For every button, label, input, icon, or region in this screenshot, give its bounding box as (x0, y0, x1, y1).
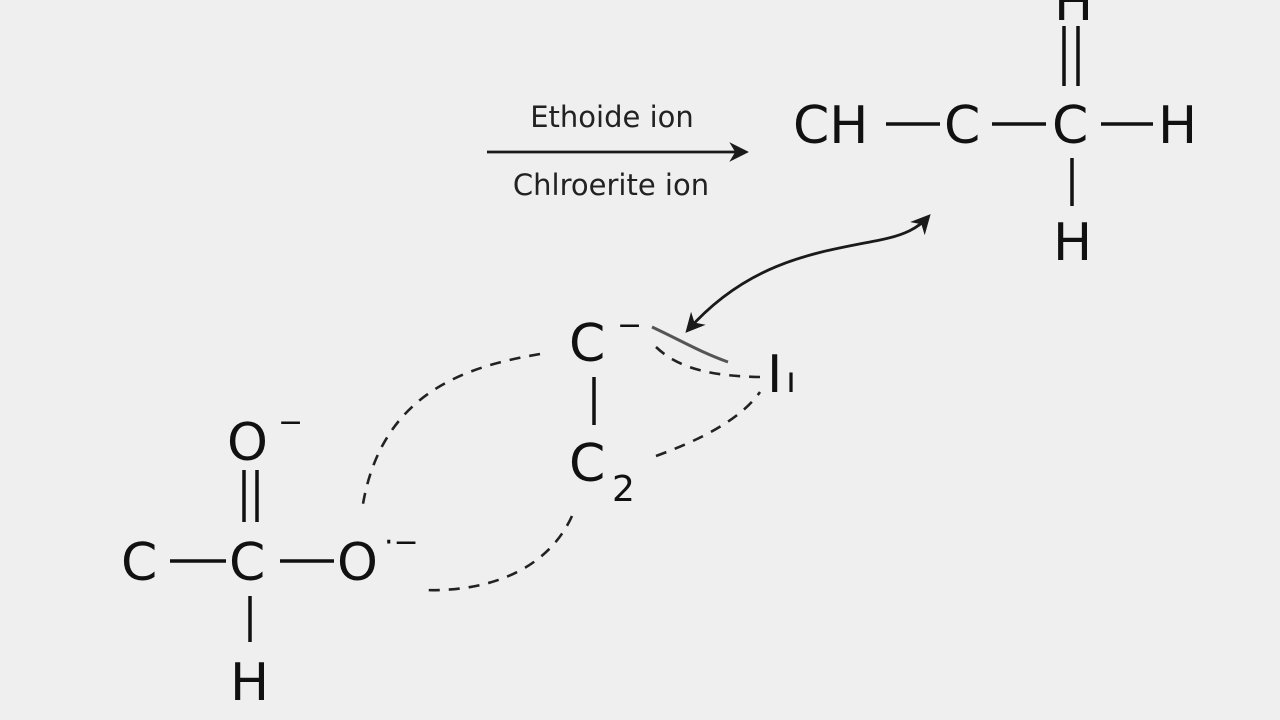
atom-c2: C (1052, 96, 1088, 156)
atom-h-bottom-left: H (230, 653, 269, 713)
dashed-interactions (360, 346, 762, 592)
atom-c-left: C (121, 533, 157, 593)
dash-c-top-to-o-right (360, 352, 541, 511)
left-molecule: O − C C O ·− H (121, 405, 419, 713)
middle-fragment: C − C 2 I ı (569, 308, 796, 510)
atom-h-right: H (1158, 96, 1197, 156)
atom-ch: CH (793, 96, 868, 156)
curved-double-arrow (685, 214, 931, 333)
mark-i: ı (786, 360, 796, 401)
atom-h-top: H (1054, 0, 1093, 33)
atom-h-bottom: H (1053, 213, 1092, 273)
charge-o-top: − (278, 405, 303, 440)
charge-c-top: − (617, 308, 642, 343)
right-molecule: CH C C H H H (793, 0, 1197, 273)
atom-o-top: O (227, 413, 268, 473)
wedge-c-top-i (651, 325, 729, 364)
atom-c-center: C (229, 533, 265, 593)
atom-i: I (767, 345, 782, 405)
sub-c-bottom: 2 (612, 469, 635, 510)
dash-c-bottom-to-o-right (423, 515, 574, 592)
atom-c1: C (944, 96, 980, 156)
reaction-label-bottom: Chlroerite ion (513, 168, 709, 202)
dash-c-bottom-to-i (655, 391, 762, 458)
reaction-arrow-group: Ethoide ion Chlroerite ion (487, 100, 749, 202)
reaction-label-top: Ethoide ion (530, 100, 694, 134)
atom-c-bottom: C (569, 434, 605, 494)
charge-o-right: ·− (384, 525, 419, 560)
atom-o-right: O (337, 533, 378, 593)
dash-c-top-to-i (655, 346, 761, 379)
atom-c-top: C (569, 314, 605, 374)
